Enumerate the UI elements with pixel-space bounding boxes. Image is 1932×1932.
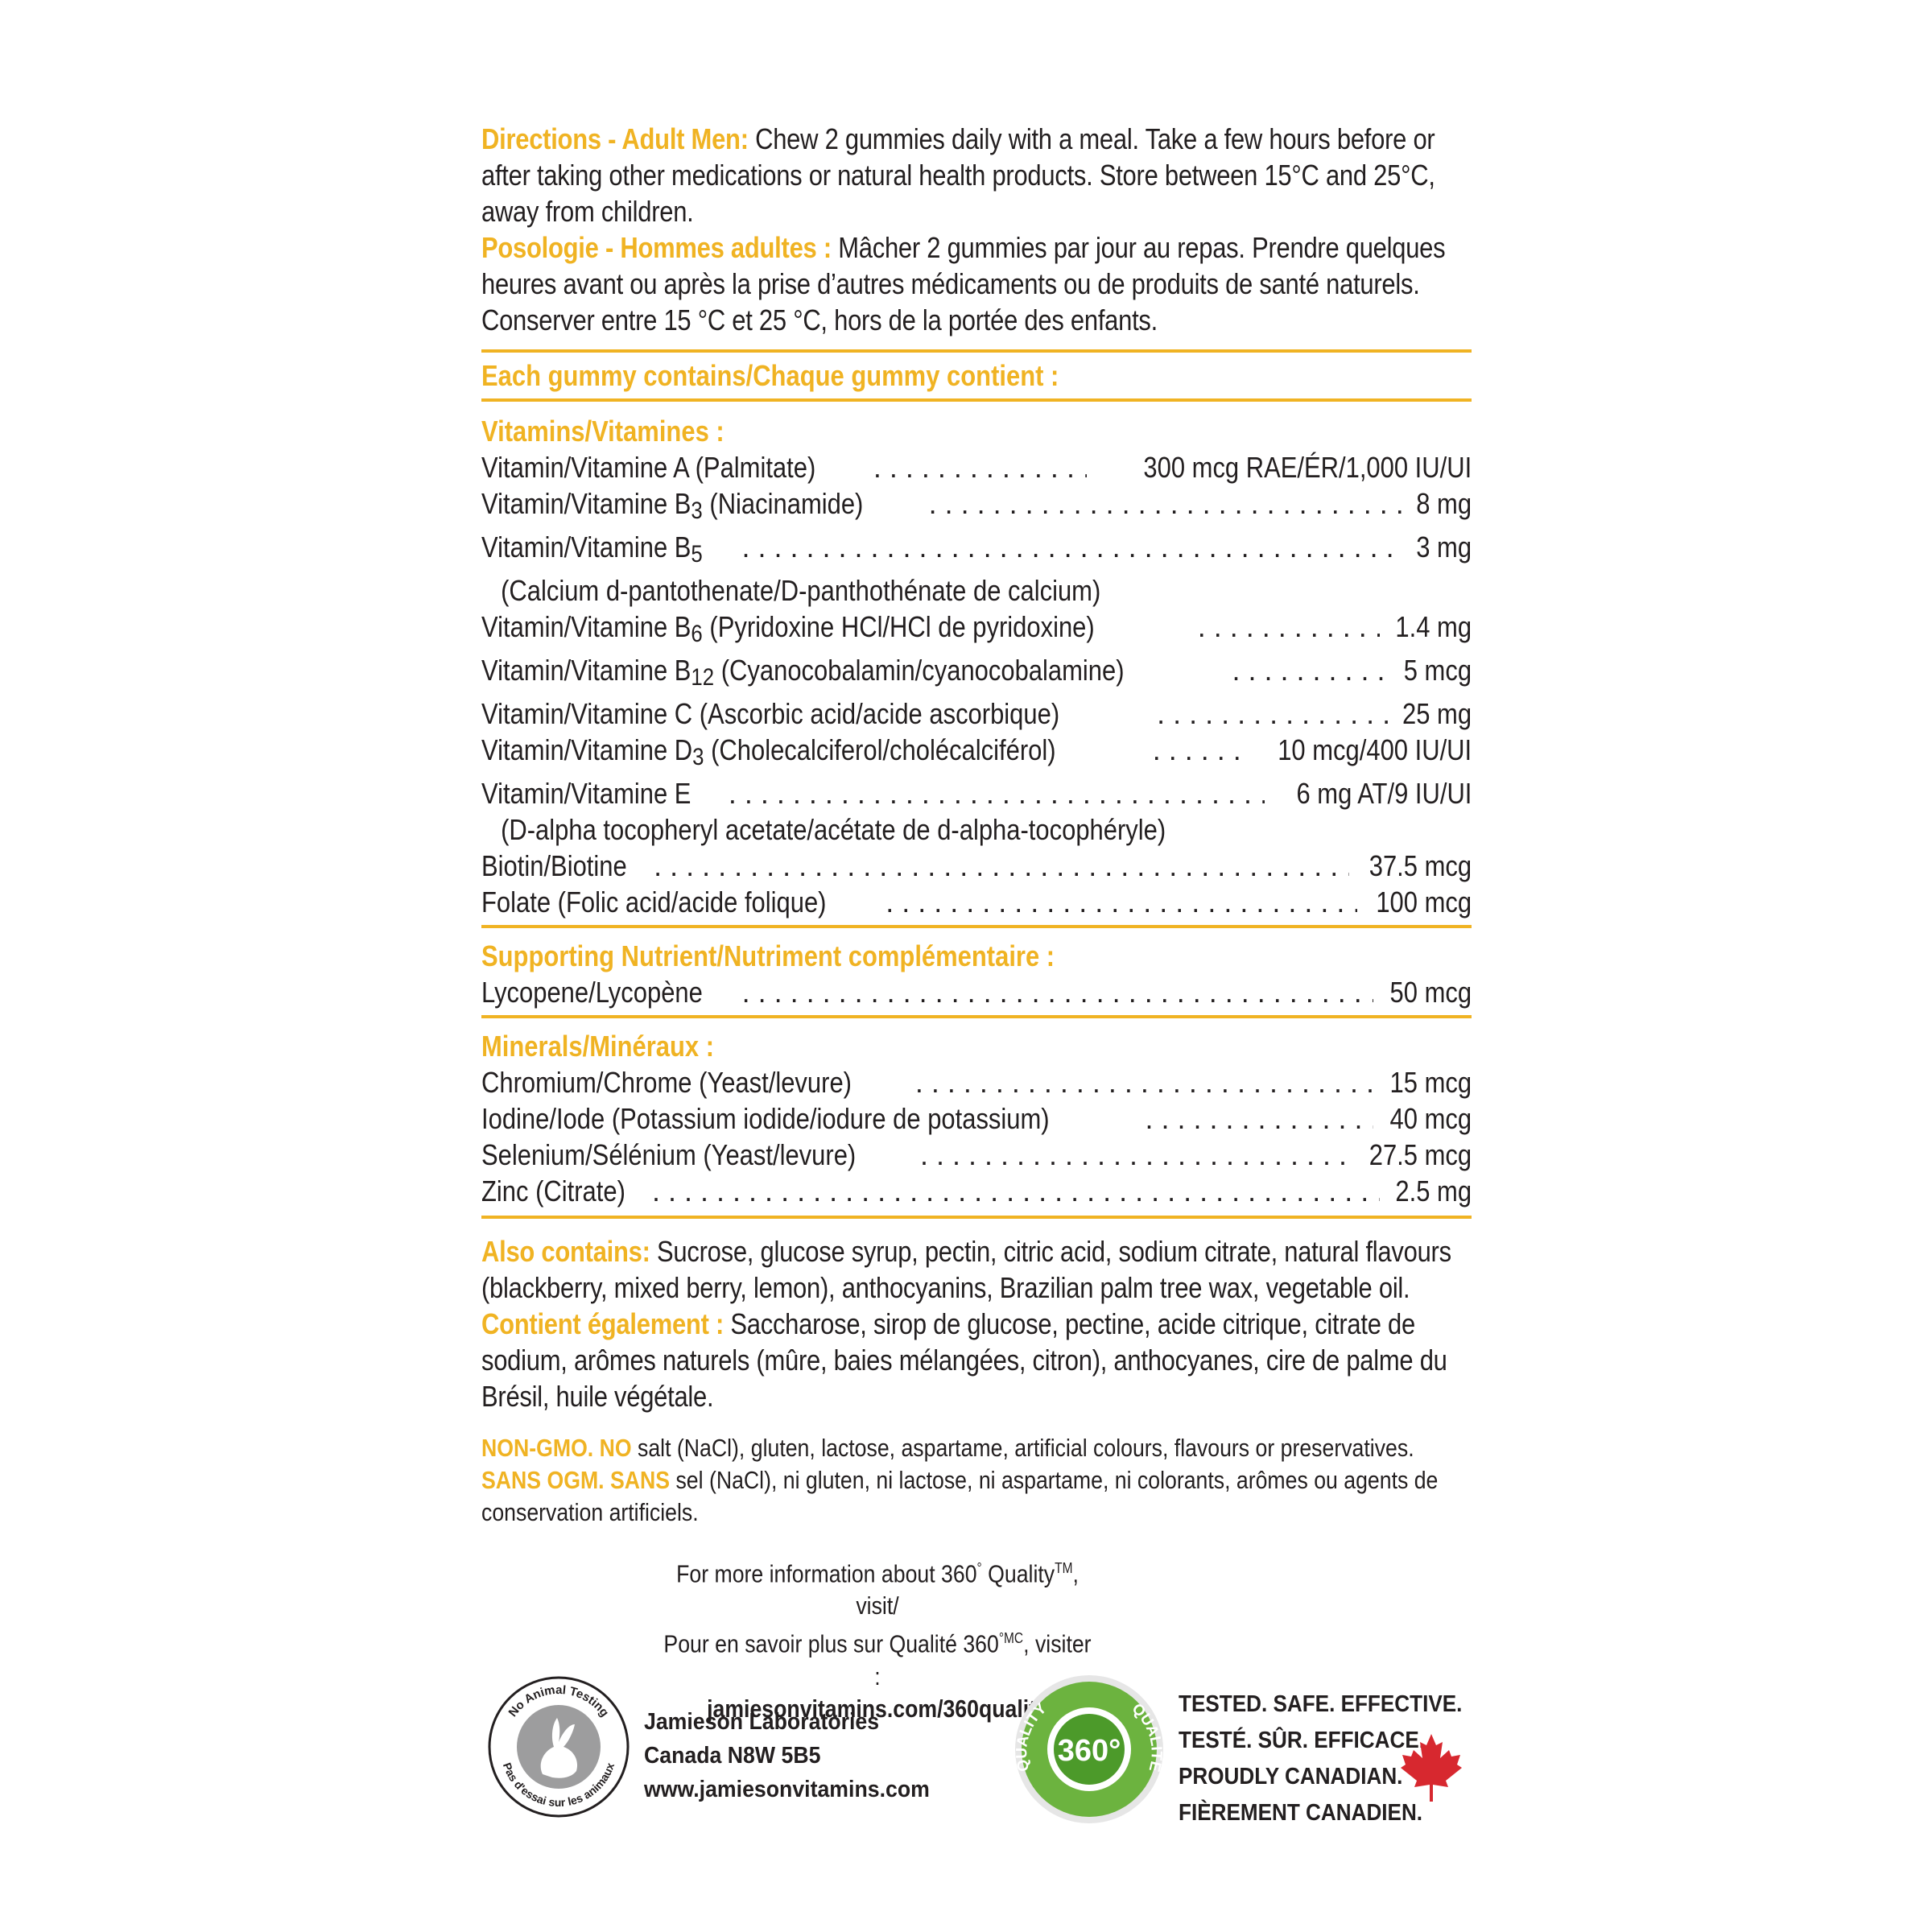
nutrient-name: Lycopene/Lycopène [481,976,703,1009]
nutrient-name: Vitamin/Vitamine C (Ascorbic acid/acide … [481,697,1060,730]
nutrient-row: Biotin/Biotine 37.5 mcg [481,848,1472,884]
nutrient-name: Iodine/Iode (Potassium iodide/iodure de … [481,1102,1050,1135]
nutrient-name: Selenium/Sélénium (Yeast/levure) [481,1138,857,1171]
directions-french-text: Mâcher 2 gummies par jour au repas. Pren… [481,231,1446,336]
directions-french: Posologie - Hommes adultes : Mâcher 2 gu… [481,229,1469,338]
directions-french-label: Posologie - Hommes adultes : [481,231,832,264]
nutrient-amount: 300 mcg RAE/ÉR/1,000 IU/UI [1143,451,1472,484]
nutrient-amount: 40 mcg [1389,1102,1472,1135]
free-from-french-text: sel (NaCl), ni gluten, ni lactose, ni as… [481,1466,1439,1526]
vitamins-heading: Vitamins/Vitamines : [481,415,724,448]
nutrient-note: (Calcium d-pantothenate/D-panthothénate … [501,574,1101,607]
nutrient-amount: 6 mg AT/9 IU/UI [1296,777,1472,810]
maple-leaf-icon [1401,1734,1462,1802]
nutrient-amount: 15 mcg [1389,1066,1472,1099]
free-from-french-label: SANS OGM. SANS [481,1466,671,1494]
nutrient-row: Zinc (Citrate) 2.5 mg [481,1173,1472,1209]
slogans: TESTED. SAFE. EFFECTIVE. TESTÉ. SÛR. EFF… [1179,1686,1494,1831]
nutrient-row: Folate (Folic acid/acide folique) 100 mcg [481,884,1472,920]
contains-heading: Each gummy contains/Chaque gummy contien… [481,359,1059,392]
nutrient-name: Folate (Folic acid/acide folique) [481,886,827,919]
supplement-label: Directions - Adult Men: Chew 2 gummies d… [481,121,1472,1529]
nutrient-row: Vitamin/Vitamine B5 3 mg [481,529,1472,572]
nutrient-row: Selenium/Sélénium (Yeast/levure) 27.5 mcg [481,1137,1472,1173]
also-contains-french-label: Contient également : [481,1307,724,1340]
nutrient-row: Iodine/Iode (Potassium iodide/iodure de … [481,1100,1472,1137]
nutrient-row: Lycopene/Lycopène 50 mcg [481,974,1472,1010]
slogan-line: FIÈREMENT CANADIEN. [1179,1800,1423,1826]
nutrient-note: (D-alpha tocopheryl acetate/acétate de d… [501,813,1166,846]
nutrient-name: Vitamin/Vitamine B3 (Niacinamide) [481,487,864,524]
directions-english-text: Chew 2 gummies daily with a meal. Take a… [481,122,1435,228]
slogan-line: TESTED. SAFE. EFFECTIVE. [1179,1691,1463,1717]
nutrient-row: Vitamin/Vitamine E 6 mg AT/9 IU/UI [481,775,1472,811]
free-from-english: NON-GMO. NO salt (NaCl), gluten, lactose… [481,1432,1469,1464]
quality-url: jamiesonvitamins.com/360quality [707,1694,1048,1723]
slogan-line: TESTÉ. SÛR. EFFICACE. [1179,1728,1425,1753]
quality-info-english: For more information about 360° QualityT… [676,1559,1079,1620]
nutrient-row: Vitamin/Vitamine A (Palmitate) 300 mcg RA… [481,449,1472,485]
seal-360-text: 360° [1058,1734,1121,1768]
nutrient-row: Chromium/Chrome (Yeast/levure) 15 mcg [481,1064,1472,1100]
nutrient-amount: 10 mcg/400 IU/UI [1278,733,1472,766]
divider [481,1216,1472,1219]
nutrient-amount: 1.4 mg [1395,610,1472,643]
nutrient-name: Vitamin/Vitamine B5 [481,530,703,568]
nutrient-amount: 37.5 mcg [1368,849,1472,882]
nutrient-amount: 2.5 mg [1395,1174,1472,1208]
nutrient-amount: 3 mg [1416,530,1472,564]
nutrient-row: Vitamin/Vitamine D3 (Cholecalciferol/cho… [481,732,1472,775]
nutrient-amount: 8 mg [1416,487,1472,520]
directions-english: Directions - Adult Men: Chew 2 gummies d… [481,121,1469,229]
nutrient-amount: 50 mcg [1389,976,1472,1009]
divider [481,349,1472,353]
quality-360-seal-icon: QUALITY QUALITÉ 360° [1013,1675,1165,1823]
no-animal-testing-seal-icon: No Animal Testing Pas d'essai sur les an… [488,1676,630,1818]
lab-website: www.jamiesonvitamins.com [644,1777,930,1802]
quality-info-french: Pour en savoir plus sur Qualité 360°MC, … [663,1629,1092,1690]
lab-city: Canada N8W 5B5 [644,1743,821,1769]
nutrient-amount: 100 mcg [1376,886,1472,919]
slogan-line: PROUDLY CANADIAN. [1179,1764,1403,1790]
nutrient-row: Vitamin/Vitamine C (Ascorbic acid/acide … [481,696,1472,732]
supporting-heading: Supporting Nutrient/Nutriment complément… [481,939,1055,972]
also-contains-french-text: Saccharose, sirop de glucose, pectine, a… [481,1307,1447,1413]
nutrient-name: Vitamin/Vitamine B6 (Pyridoxine HCl/HCl … [481,610,1095,647]
nutrient-amount: 25 mg [1402,697,1472,730]
lab-address: Jamieson Laboratories Canada N8W 5B5 www… [644,1705,955,1806]
minerals-heading: Minerals/Minéraux : [481,1030,715,1063]
nutrient-name: Vitamin/Vitamine E [481,777,691,810]
nutrient-name: Vitamin/Vitamine A (Palmitate) [481,451,816,484]
also-contains-french: Contient également : Saccharose, sirop d… [481,1306,1469,1414]
divider [481,925,1472,928]
nutrient-amount: 27.5 mcg [1368,1138,1472,1171]
free-from-french: SANS OGM. SANS sel (NaCl), ni gluten, ni… [481,1464,1469,1529]
nutrient-row: Vitamin/Vitamine B3 (Niacinamide) 8 mg [481,485,1472,529]
free-from-english-text: salt (NaCl), gluten, lactose, aspartame,… [631,1434,1414,1462]
free-from-english-label: NON-GMO. NO [481,1434,632,1462]
nutrient-name: Biotin/Biotine [481,849,627,882]
divider [481,1015,1472,1018]
nutrient-name: Zinc (Citrate) [481,1174,625,1208]
nutrient-name: Vitamin/Vitamine B12 (Cyanocobalamin/cya… [481,654,1125,691]
divider [481,398,1472,402]
nutrient-row: Vitamin/Vitamine B6 (Pyridoxine HCl/HCl … [481,609,1472,652]
lab-name: Jamieson Laboratories [644,1709,880,1735]
also-contains-english-text: Sucrose, glucose syrup, pectin, citric a… [481,1235,1451,1304]
nutrient-name: Chromium/Chrome (Yeast/levure) [481,1066,852,1099]
quality-info: For more information about 360° QualityT… [628,1552,1127,1725]
also-contains-english-label: Also contains: [481,1235,650,1268]
nutrient-name: Vitamin/Vitamine D3 (Cholecalciferol/cho… [481,733,1056,770]
nutrient-amount: 5 mcg [1403,654,1472,687]
directions-english-label: Directions - Adult Men: [481,122,749,155]
also-contains-english: Also contains: Sucrose, glucose syrup, p… [481,1233,1469,1306]
nutrient-row: Vitamin/Vitamine B12 (Cyanocobalamin/cya… [481,652,1472,696]
